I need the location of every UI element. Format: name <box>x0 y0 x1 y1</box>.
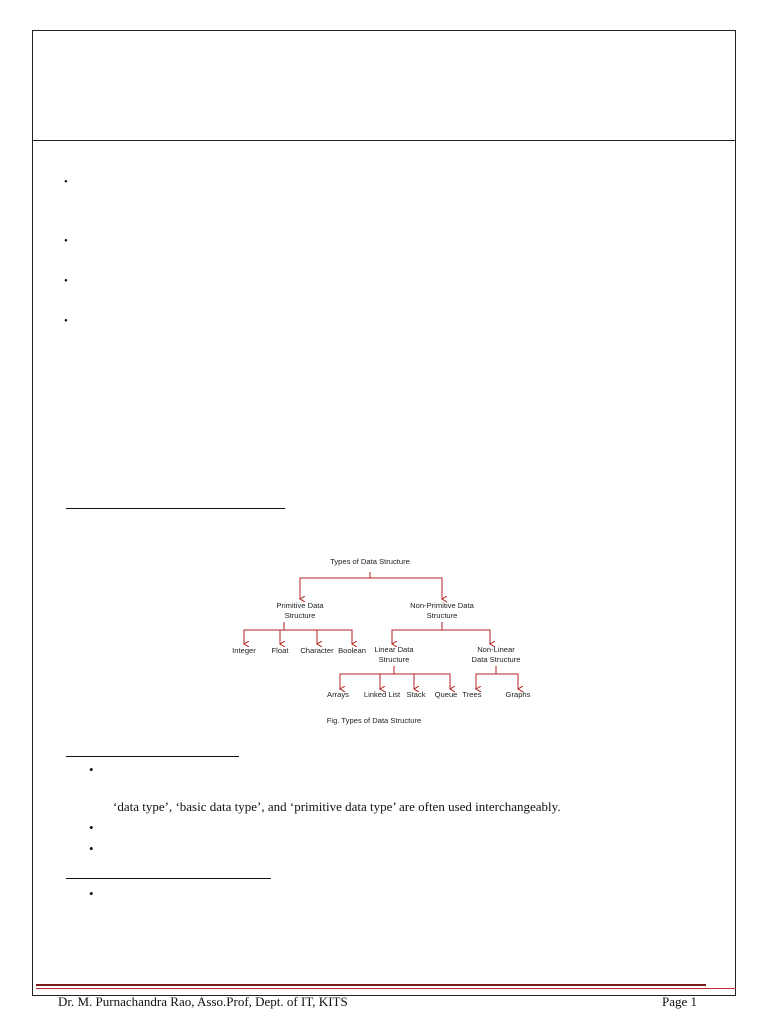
bullet-marker: • <box>64 176 68 188</box>
node-boolean: Boolean <box>338 646 366 655</box>
node-graphs: Graphs <box>506 690 531 699</box>
node-nonprimitive: Non-Primitive Data <box>410 601 474 610</box>
page-number: Page 1 <box>662 994 698 1009</box>
node-stack: Stack <box>407 690 426 699</box>
footer-author: Dr. M. Purnachandra Rao, Asso.Prof, Dept… <box>58 994 348 1009</box>
section-heading-underline <box>66 756 239 757</box>
page-border <box>32 30 736 996</box>
footer-rule <box>36 984 706 986</box>
header-divider <box>32 140 736 141</box>
node-float: Float <box>272 646 290 655</box>
bullet-marker: • <box>64 275 68 287</box>
footer-rule-accent <box>36 988 736 989</box>
node-nonlinear: Non-Linear <box>477 645 515 654</box>
connector-line <box>391 629 491 635</box>
node-linked-list: Linked List <box>364 690 401 699</box>
node-nonprimitive: Structure <box>427 611 458 620</box>
connector-line <box>339 673 451 678</box>
bullet-marker: • <box>64 315 68 327</box>
node-linear: Linear Data <box>374 645 414 654</box>
node-trees: Trees <box>462 690 481 699</box>
bullet-marker: • <box>64 235 68 247</box>
connector-line <box>475 673 519 678</box>
data-structure-tree-diagram: Types of Data Structure Primitive Data S… <box>232 557 531 725</box>
node-arrays: Arrays <box>327 690 349 699</box>
node-linear: Structure <box>379 655 410 664</box>
node-primitive: Structure <box>285 611 316 620</box>
bullet-marker: • <box>89 841 94 856</box>
connector-line <box>299 572 443 583</box>
bullet-marker: • <box>89 820 94 835</box>
figure-caption: Fig. Types of Data Structure <box>327 716 421 725</box>
section-heading-underline <box>66 878 271 879</box>
body-paragraph: ‘data type’, ‘basic data type’, and ‘pri… <box>113 799 561 814</box>
connector-line <box>243 629 353 635</box>
node-primitive: Primitive Data <box>276 601 324 610</box>
bullet-marker: • <box>89 762 94 777</box>
node-root: Types of Data Structure <box>330 557 410 566</box>
section-heading-underline <box>66 508 285 509</box>
node-integer: Integer <box>232 646 256 655</box>
node-nonlinear: Data Structure <box>472 655 521 664</box>
bullet-marker: • <box>89 886 94 901</box>
node-queue: Queue <box>435 690 458 699</box>
node-character: Character <box>300 646 334 655</box>
